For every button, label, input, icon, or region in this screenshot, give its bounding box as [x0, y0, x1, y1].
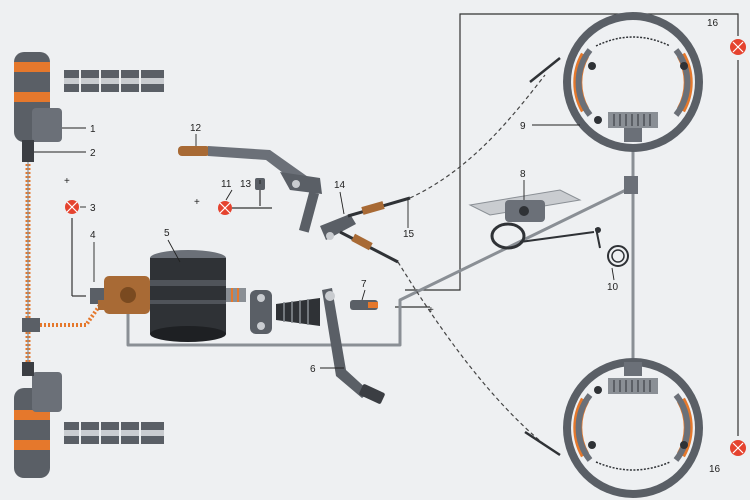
- front-hose: [25, 160, 102, 372]
- label-7: 7: [361, 279, 367, 290]
- cable-equalizer: [320, 196, 411, 264]
- label-13: 13: [240, 179, 252, 190]
- rear-drum-top: [563, 12, 703, 152]
- parking-brake-lever: [178, 146, 322, 233]
- leader-lines: [34, 124, 615, 369]
- label-9: 9: [520, 121, 526, 132]
- brake-pedal: [322, 288, 385, 404]
- label-12: 12: [190, 123, 202, 134]
- plus-sign-7: +: [428, 305, 434, 316]
- parking-cables: [397, 74, 546, 446]
- pressure-regulator: [468, 176, 638, 267]
- label-6: 6: [310, 364, 316, 375]
- rear-drum-bottom: [563, 358, 703, 498]
- warning-lamp-3: [65, 200, 79, 214]
- tee-fitting: [22, 318, 40, 332]
- pedal-pushrod: [250, 290, 320, 334]
- warning-lamp-11: [218, 201, 232, 215]
- label-10: 10: [607, 282, 619, 293]
- wiring-lines: [71, 13, 739, 436]
- label-2: 2: [90, 148, 96, 159]
- brake-booster: [150, 250, 246, 342]
- label-14: 14: [334, 180, 346, 191]
- label-11: 11: [221, 179, 232, 190]
- label-5: 5: [164, 228, 170, 239]
- label-4: 4: [90, 230, 96, 241]
- front-brake-bottom: [14, 362, 164, 478]
- label-1: 1: [90, 124, 96, 135]
- stop-light-switch: [350, 300, 378, 310]
- front-brake-top: [14, 52, 164, 162]
- label-16-top: 16: [707, 18, 719, 29]
- rear-lamp-16-top: [730, 39, 746, 55]
- label-8: 8: [520, 169, 526, 180]
- master-cylinder: [90, 276, 150, 314]
- callout-labels: 1 2 3 4 5 6 7 8 9 10 11 12 13 14 15 16 1…: [64, 18, 721, 475]
- plus-sign-3: +: [64, 176, 70, 187]
- label-16-bottom: 16: [709, 464, 721, 475]
- plus-sign-11: +: [194, 197, 200, 208]
- rear-lamp-16-bottom: [730, 440, 746, 456]
- label-15: 15: [403, 229, 415, 240]
- label-3: 3: [90, 203, 96, 214]
